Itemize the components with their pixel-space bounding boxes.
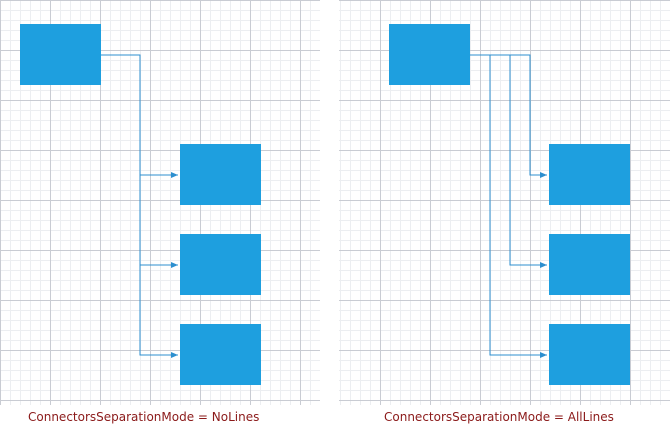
connector[interactable]: [470, 54, 547, 358]
target-shape-2[interactable]: [180, 234, 261, 295]
source-shape[interactable]: [20, 24, 101, 85]
target-shape-1[interactable]: [180, 144, 261, 205]
target-shape-3[interactable]: [549, 324, 630, 385]
diagram-shapes-layer: [20, 24, 630, 385]
connector[interactable]: [101, 54, 178, 358]
connector[interactable]: [470, 54, 547, 178]
caption-nolines: ConnectorsSeparationMode = NoLines: [28, 410, 260, 424]
connector[interactable]: [470, 54, 547, 268]
source-shape[interactable]: [389, 24, 470, 85]
caption-alllines: ConnectorsSeparationMode = AllLines: [384, 410, 614, 424]
target-shape-1[interactable]: [549, 144, 630, 205]
diagram-nolines: [20, 24, 261, 385]
target-shape-2[interactable]: [549, 234, 630, 295]
target-shape-3[interactable]: [180, 324, 261, 385]
diagram-alllines: [389, 24, 630, 385]
